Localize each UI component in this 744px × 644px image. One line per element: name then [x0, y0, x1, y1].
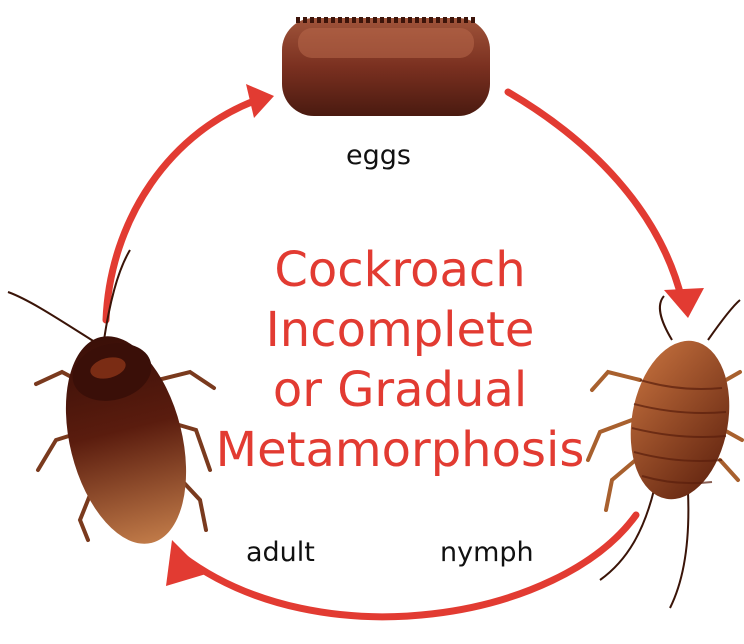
nymph-label: nymph [440, 537, 534, 568]
diagram-title: Cockroach Incomplete or Gradual Metamorp… [190, 240, 610, 480]
nymph-illustration [588, 296, 742, 608]
arrowhead-at-adult [166, 540, 206, 586]
title-line-3: or Gradual [190, 360, 610, 420]
title-line-2: Incomplete [190, 300, 610, 360]
arrowhead-at-eggs [246, 84, 274, 118]
arrowhead-at-nymph [664, 288, 704, 318]
adult-label: adult [246, 537, 315, 568]
title-line-1: Cockroach [190, 240, 610, 300]
egg-capsule-illustration [282, 18, 490, 116]
eggs-label: eggs [346, 140, 411, 171]
title-line-4: Metamorphosis [190, 420, 610, 480]
